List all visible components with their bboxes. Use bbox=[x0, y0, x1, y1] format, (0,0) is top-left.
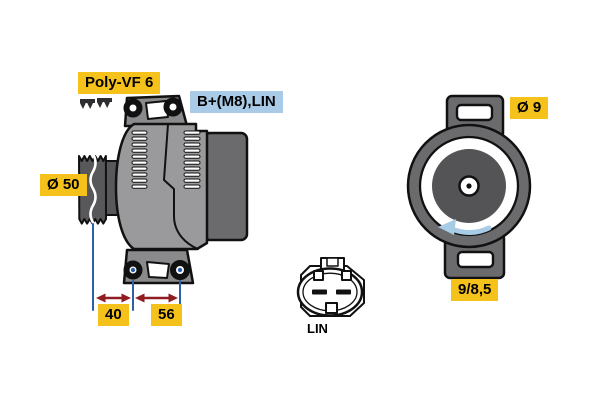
dimension-arrow-40 bbox=[96, 293, 131, 303]
dimension-label-56: 56 bbox=[151, 304, 182, 326]
top-mount-eye-front bbox=[123, 98, 143, 118]
bottom-mounting-bracket bbox=[122, 248, 195, 285]
rotation-direction-arrow bbox=[438, 219, 492, 235]
belt-type-label: Poly-VF 6 bbox=[78, 72, 161, 94]
dimension-label-40: 40 bbox=[98, 304, 129, 326]
casting-split-line bbox=[163, 123, 199, 250]
shaft-center bbox=[466, 183, 472, 189]
connector-key-left bbox=[313, 270, 324, 281]
dimension-arrow-56 bbox=[135, 293, 178, 303]
pulley bbox=[78, 152, 126, 225]
connector-pin-right bbox=[336, 289, 351, 295]
vent-slots-front bbox=[131, 130, 148, 189]
front-view bbox=[406, 94, 532, 280]
pulley-diameter-label: Ø 50 bbox=[40, 174, 87, 196]
belt-profile-icon bbox=[79, 98, 112, 109]
dimension-lines bbox=[92, 223, 183, 311]
rear-housing bbox=[202, 131, 249, 242]
connector-pin-left bbox=[312, 289, 327, 295]
connector-key-bottom bbox=[325, 302, 338, 314]
mount-hole-diameter-label: Ø 9 bbox=[510, 97, 549, 119]
break-line bbox=[89, 152, 97, 224]
alternator-body bbox=[114, 122, 209, 251]
connector-key-right bbox=[341, 270, 352, 281]
lin-connector bbox=[296, 257, 365, 317]
terminal-label: B+(M8),LIN bbox=[190, 91, 283, 113]
top-mounting-bracket bbox=[123, 94, 189, 128]
vent-slots-rear bbox=[183, 130, 201, 189]
mount-lug-label: 9/8,5 bbox=[451, 279, 499, 301]
connector-label: LIN bbox=[307, 321, 328, 336]
top-lug-slot bbox=[455, 103, 494, 122]
top-mount-eye-rear bbox=[163, 97, 183, 117]
bottom-lug-slot bbox=[456, 250, 495, 269]
